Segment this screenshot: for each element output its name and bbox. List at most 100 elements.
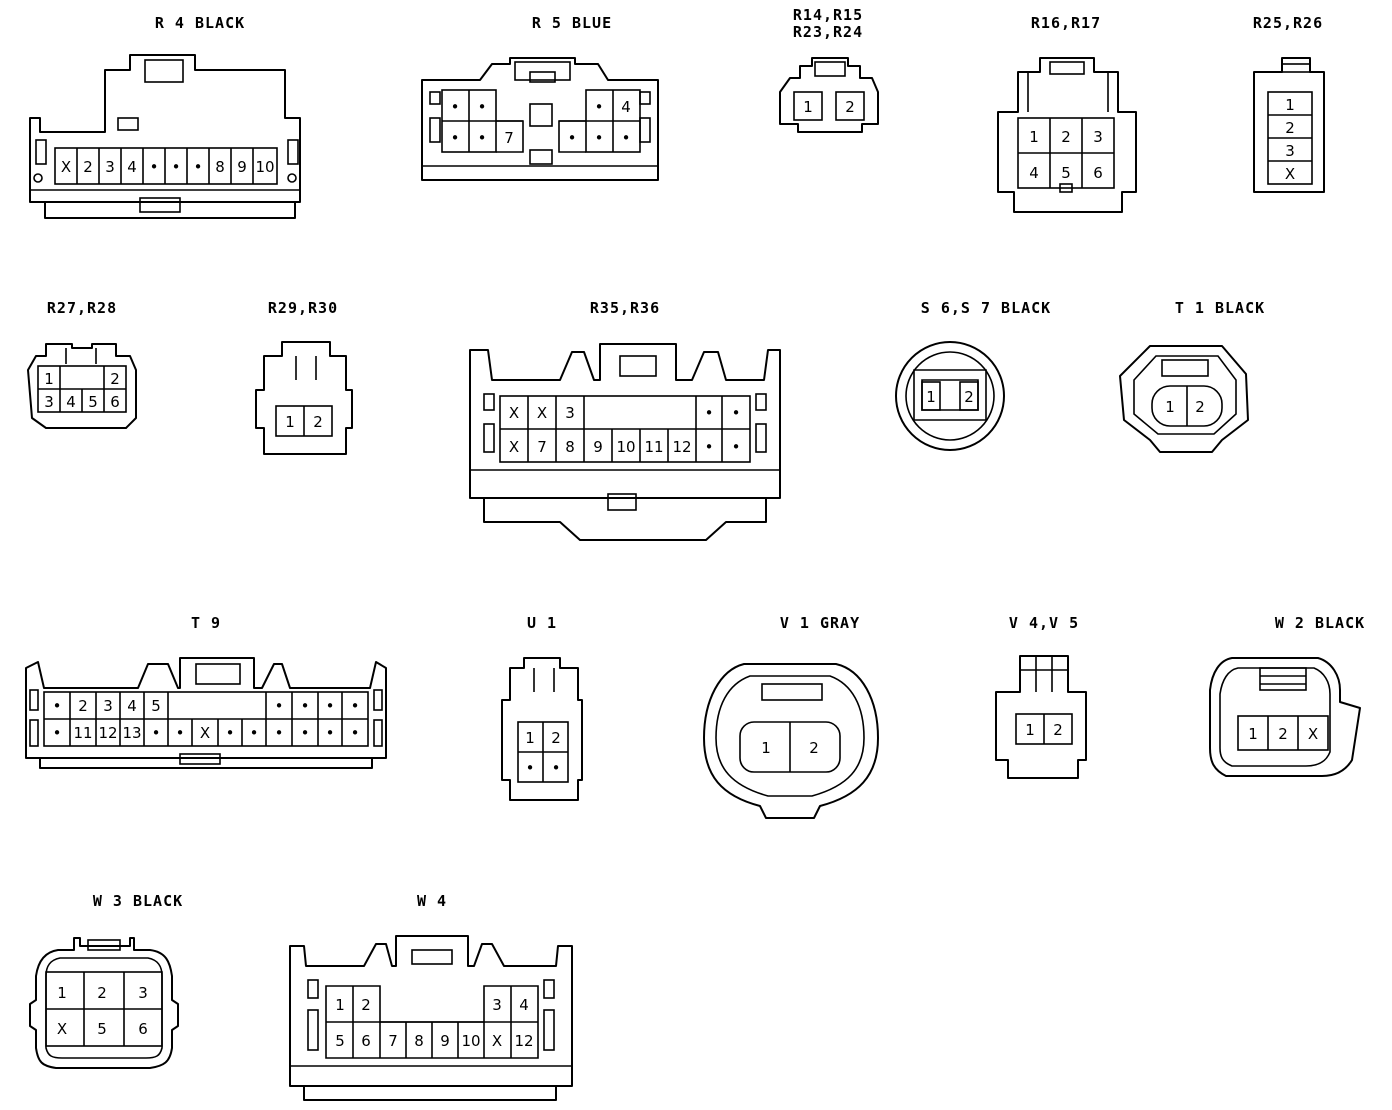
connector-label-w2: W 2 BLACK [1275, 614, 1365, 632]
pin-r5-d: • [451, 129, 460, 147]
pin-r25-3: 3 [1285, 142, 1295, 160]
connector-label-r29: R29,R30 [268, 299, 338, 317]
pin-r4-2: 2 [83, 158, 93, 176]
connector-t1: T 1 BLACK 1 2 [1119, 299, 1265, 453]
pin-r25-1: 1 [1285, 96, 1295, 114]
pin-grid-w4: 1 2 3 4 5 6 7 8 9 10 X 12 [325, 985, 539, 1059]
connector-r4: R 4 BLACK X 2 3 4 • [29, 14, 301, 219]
connector-t9: T 9 • 2 3 [25, 614, 387, 769]
pin-t9-3: 3 [103, 697, 113, 715]
pin-v1-2: 2 [809, 739, 819, 757]
pin-w3-2: 2 [97, 984, 107, 1002]
pin-t9-12: 12 [98, 724, 117, 742]
pin-r35-3: 3 [565, 404, 575, 422]
pin-w4-5: 5 [335, 1032, 345, 1050]
connector-label-w3: W 3 BLACK [93, 892, 183, 910]
pin-t9-d12: • [301, 724, 310, 742]
pin-t9-2: 2 [78, 697, 88, 715]
pin-grid-u1: 1 2 • • [517, 721, 569, 783]
connector-body-r5 [421, 57, 659, 181]
connector-label-r16: R16,R17 [1031, 14, 1101, 32]
pin-r5-f: • [568, 129, 577, 147]
pin-grid-t1: 1 2 [1151, 385, 1223, 427]
connector-body-r29 [255, 341, 353, 455]
pin-r4-5: • [150, 158, 159, 176]
pin-t9-d4: • [326, 697, 335, 715]
pin-r14-1: 1 [803, 98, 813, 116]
pin-r27-5: 5 [88, 393, 98, 411]
pin-v4-2: 2 [1053, 721, 1063, 739]
pin-t9-5: 5 [151, 697, 161, 715]
pin-r27-6: 6 [110, 393, 120, 411]
pin-grid-t9: • 2 3 4 5 • • • • • 11 12 13 • • X • • •… [43, 691, 369, 747]
pin-grid-v4: 1 2 [1015, 713, 1073, 745]
pin-r25-2: 2 [1285, 119, 1295, 137]
connector-w4: W 4 1 2 3 4 5 6 7 [289, 892, 573, 1101]
pin-grid-w3: 1 2 3 X 5 6 [45, 971, 163, 1047]
pin-lines-r4 [76, 148, 254, 184]
pin-r16-2: 2 [1061, 128, 1071, 146]
pin-t9-11: 11 [73, 724, 92, 742]
pin-t9-d1: • [53, 697, 62, 715]
pin-r35-d4: • [732, 438, 741, 456]
pin-r5-4: 4 [621, 98, 631, 116]
pin-s6-1: 1 [926, 388, 936, 406]
pin-t9-d5: • [351, 697, 360, 715]
connector-label-r25: R25,R26 [1253, 14, 1323, 32]
pin-r35-d3: • [705, 438, 714, 456]
pin-grid-r25: 1 2 3 X [1267, 91, 1313, 185]
pin-grid-w2: 1 2 X [1237, 715, 1329, 751]
pin-grid-s6: 1 2 [921, 381, 979, 411]
pin-t9-d14: • [351, 724, 360, 742]
pin-w4-10: 10 [461, 1032, 480, 1050]
connector-label-t1: T 1 BLACK [1175, 299, 1265, 317]
pin-v1-1: 1 [761, 739, 771, 757]
connector-body-t9 [25, 657, 387, 769]
pin-r4-9: 9 [237, 158, 247, 176]
pin-w3-3: 3 [138, 984, 148, 1002]
pin-r16-4: 4 [1029, 164, 1039, 182]
pin-r16-5: 5 [1061, 164, 1071, 182]
pin-grid-r4: X 2 3 4 • • • 8 9 10 [54, 147, 278, 185]
connector-body-r14 [779, 57, 879, 133]
pin-r5-g: • [595, 129, 604, 147]
connector-v1: V 1 GRAY 1 2 [703, 614, 879, 819]
pin-t9-d7: • [152, 724, 161, 742]
connector-label-t9: T 9 [191, 614, 221, 632]
pin-w2-1: 1 [1248, 725, 1258, 743]
pin-grid-r29: 1 2 [275, 405, 333, 437]
pin-r5-c: • [595, 98, 604, 116]
pin-r14-2: 2 [845, 98, 855, 116]
pin-r35-12: 12 [672, 438, 691, 456]
pin-w4-x: X [492, 1032, 502, 1050]
pin-r35-d2: • [732, 404, 741, 422]
connector-label-r27: R27,R28 [47, 299, 117, 317]
pin-r5-a: • [451, 98, 460, 116]
connector-label-v1: V 1 GRAY [780, 614, 860, 632]
pin-w4-1: 1 [335, 996, 345, 1014]
pin-grid-r35: X X 3 • • X 7 8 9 10 11 12 • • [499, 395, 751, 463]
pin-r5-h: • [622, 129, 631, 147]
pin-r35-7: 7 [537, 438, 547, 456]
pin-w3-1: 1 [57, 984, 67, 1002]
pin-v4-1: 1 [1025, 721, 1035, 739]
connector-body-r25 [1253, 57, 1325, 193]
pin-r4-3: 3 [105, 158, 115, 176]
connector-label-w4: W 4 [417, 892, 447, 910]
pin-w4-2: 2 [361, 996, 371, 1014]
pin-grid-v1: 1 2 [739, 721, 841, 773]
connector-body-r4 [29, 54, 301, 219]
connector-body-r27 [27, 343, 137, 429]
connector-label-v4: V 4,V 5 [1009, 614, 1079, 632]
pin-w4-7: 7 [388, 1032, 398, 1050]
connector-w2: W 2 BLACK 1 2 X [1209, 614, 1365, 777]
pin-w3-6: 6 [138, 1020, 148, 1038]
pin-w2-x: X [1308, 725, 1318, 743]
pin-grid-r14: 1 2 [793, 91, 865, 121]
connector-r14: R14,R15 R23,R24 1 2 [779, 6, 879, 133]
pin-w3-5: 5 [97, 1020, 107, 1038]
connector-label-r5: R 5 BLUE [532, 14, 612, 32]
pin-t1-2: 2 [1195, 398, 1205, 416]
pin-r5-b: • [478, 98, 487, 116]
pin-w2-2: 2 [1278, 725, 1288, 743]
